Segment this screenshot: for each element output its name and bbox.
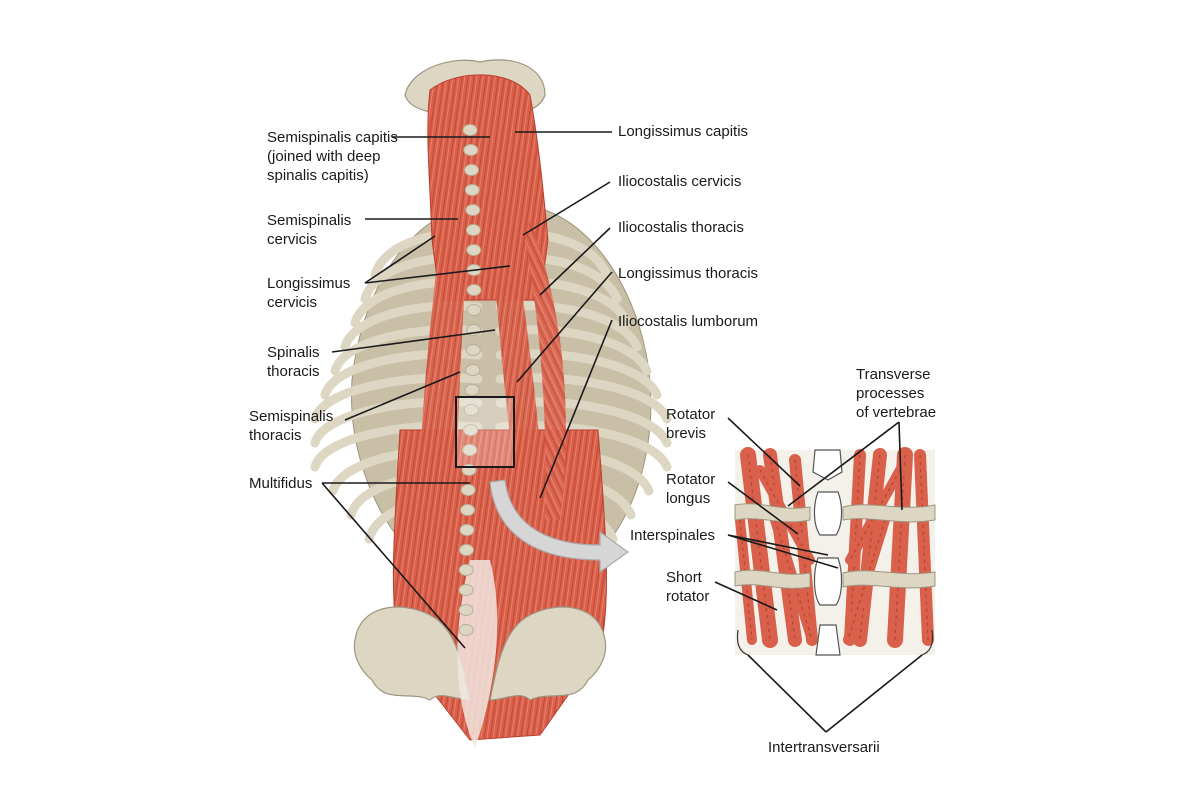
vertebra [467,305,481,316]
label-semispinalis-capitis: Semispinalis capitis (joined with deep s… [267,128,398,185]
vertebra [465,385,479,396]
vertebra [459,605,473,616]
label-iliocostalis-lumborum: Iliocostalis lumborum [618,312,758,331]
vertebra [466,205,480,216]
vertebra [459,585,473,596]
label-semispinalis-thoracis: Semispinalis thoracis [249,407,333,445]
label-interspinales: Interspinales [630,526,715,545]
label-spinalis-thoracis: Spinalis thoracis [267,343,320,381]
label-short-rotator: Short rotator [666,568,709,606]
label-iliocostalis-cervicis: Iliocostalis cervicis [618,172,741,191]
vertebra [459,565,473,576]
label-semispinalis-cervicis: Semispinalis cervicis [267,211,351,249]
vertebra [461,485,475,496]
label-longissimus-cervicis: Longissimus cervicis [267,274,350,312]
vertebra [467,245,481,256]
vertebra [460,525,474,536]
label-transverse-processes: Transverse processes of vertebrae [856,365,936,422]
vertebra [466,345,480,356]
vertebra [466,365,480,376]
vertebra [460,545,474,556]
vertebra [463,125,477,136]
label-longissimus-capitis: Longissimus capitis [618,122,748,141]
vertebra [459,625,473,636]
vertebra [467,285,481,296]
label-multifidus: Multifidus [249,474,312,493]
vertebra [466,225,480,236]
label-longissimus-thoracis: Longissimus thoracis [618,264,758,283]
inset-illustration [735,450,935,655]
vertebra [461,505,475,516]
label-rotator-brevis: Rotator brevis [666,405,715,443]
label-intertransversarii: Intertransversarii [768,738,880,757]
label-rotator-longus: Rotator longus [666,470,715,508]
vertebra [465,165,479,176]
vertebra [465,185,479,196]
vertebra [464,145,478,156]
label-iliocostalis-thoracis: Iliocostalis thoracis [618,218,744,237]
magnified-region-box [456,397,514,467]
